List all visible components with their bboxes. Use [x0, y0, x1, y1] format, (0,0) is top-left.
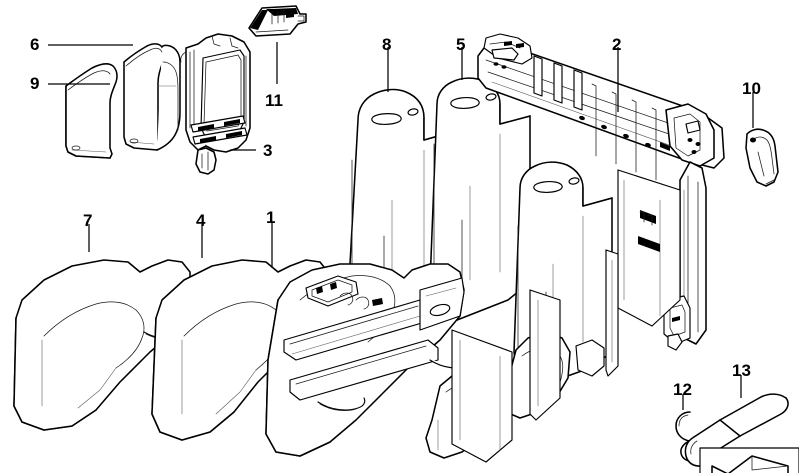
callout-number-12: 12: [673, 380, 692, 399]
part-backrest-side-cover-lower: [65, 63, 118, 159]
part-mounting-clip-bracket: [248, 5, 307, 37]
callout-number-1: 1: [266, 208, 276, 227]
callout-number-2: 2: [612, 35, 622, 54]
callout-number-13: 13: [732, 361, 751, 380]
part-seat-cushion-cover: [13, 259, 191, 431]
part-backrest-frame-assembly: [477, 33, 725, 351]
part-backrest-cushion-center: [429, 77, 531, 323]
part-backrest-lower-panel: [451, 249, 619, 463]
part-backrest-side-cover-upper: [123, 43, 181, 151]
part-armrest-frame: [180, 33, 251, 175]
callout-number-6: 6: [30, 35, 40, 54]
leader-lines: [48, 42, 754, 410]
callout-number-7: 7: [83, 211, 93, 230]
callout-number-9: 9: [30, 74, 40, 93]
callout-number-5: 5: [456, 35, 466, 54]
part-trim-cap-side: [745, 128, 779, 187]
callout-number-10: 10: [742, 79, 761, 98]
callout-number-3: 3: [263, 141, 273, 160]
detail-inset-box: [699, 447, 799, 473]
callout-number-8: 8: [382, 35, 392, 54]
callout-number-4: 4: [196, 211, 206, 230]
callout-number-11: 11: [265, 91, 283, 110]
